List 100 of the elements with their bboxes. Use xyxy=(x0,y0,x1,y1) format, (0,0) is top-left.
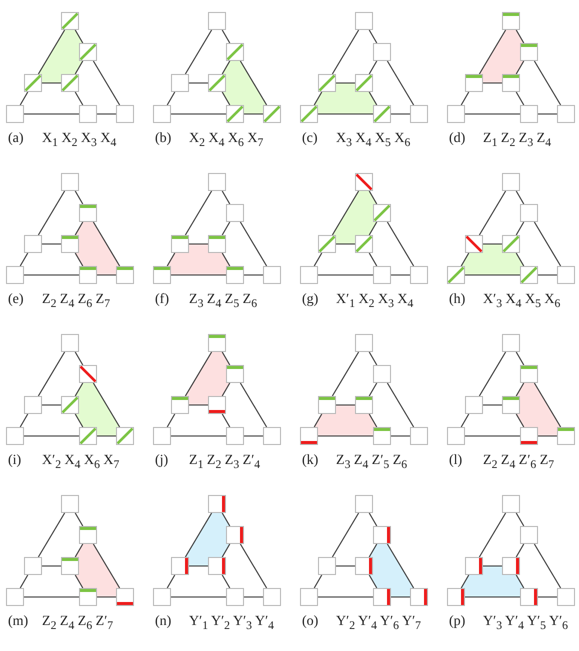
connector-line xyxy=(318,596,373,598)
qubit-square xyxy=(61,235,79,253)
qubit-square xyxy=(226,365,244,383)
qubit-square xyxy=(410,588,428,606)
connector-line xyxy=(336,82,355,84)
operator-label: X′$_{3}$ X$_{4}$ X$_{5}$ X$_{6}$ xyxy=(483,292,560,312)
panel-letter: (c) xyxy=(302,131,318,147)
qubit-square xyxy=(116,105,134,123)
qubit-square xyxy=(410,427,428,445)
qubit-square xyxy=(61,557,79,575)
connector-line xyxy=(460,414,470,428)
qubit-square xyxy=(153,105,171,123)
operator-label: Z$_{2}$ Z$_{4}$ Z$_{6}$ Z′$_{7}$ xyxy=(42,614,114,634)
connector-line xyxy=(189,82,208,84)
qubit-square xyxy=(171,557,189,575)
connector-line xyxy=(368,92,378,106)
connector-line xyxy=(74,222,84,236)
connector-line xyxy=(332,512,360,558)
qubit-square xyxy=(24,396,42,414)
connector-line xyxy=(74,252,84,266)
qubit-square xyxy=(502,173,520,191)
connector-line xyxy=(465,113,520,115)
qubit-square xyxy=(410,266,428,284)
connector-line xyxy=(483,82,502,84)
connector-line xyxy=(189,565,208,567)
qubit-square xyxy=(24,235,42,253)
connector-line xyxy=(478,352,506,396)
qubit-square xyxy=(373,365,391,383)
connector-line xyxy=(42,243,61,245)
connector-line xyxy=(336,565,355,567)
connector-line xyxy=(74,382,84,396)
connector-line xyxy=(478,30,506,74)
connector-line xyxy=(391,596,410,598)
connector-line xyxy=(97,113,116,115)
connector-line xyxy=(42,82,61,84)
panel-letter: (n) xyxy=(155,614,172,630)
panel-letter: (a) xyxy=(8,131,24,147)
qubit-square xyxy=(6,427,24,445)
connector-line xyxy=(92,382,120,428)
panel-letter: (o) xyxy=(302,614,318,630)
connector-line xyxy=(336,404,355,406)
operator-label: X$_{1}$ X$_{2}$ X$_{3}$ X$_{4}$ xyxy=(42,131,116,151)
qubit-square xyxy=(520,365,538,383)
connector-line xyxy=(465,274,520,276)
connector-line xyxy=(74,512,84,526)
qubit-square xyxy=(24,557,42,575)
connector-line xyxy=(38,352,66,396)
operator-label: Z$_{3}$ Z$_{4}$ Z$_{5}$ Z$_{6}$ xyxy=(189,292,258,312)
connector-line xyxy=(465,596,520,598)
connector-line xyxy=(318,113,373,115)
connector-line xyxy=(244,274,263,276)
connector-line xyxy=(538,113,557,115)
qubit-square xyxy=(226,526,244,544)
qubit-square xyxy=(520,427,538,445)
connector-line xyxy=(538,274,557,276)
operator-label: Z$_{1}$ Z$_{2}$ Z$_{3}$ Z′$_{4}$ xyxy=(189,453,260,473)
connector-line xyxy=(20,574,28,588)
connector-line xyxy=(74,352,84,366)
connector-line xyxy=(534,222,562,266)
connector-line xyxy=(314,574,322,588)
panel-letter: (j) xyxy=(155,453,168,469)
qubit-square xyxy=(373,266,391,284)
qubit-square xyxy=(355,334,373,352)
connector-line xyxy=(368,544,378,558)
connector-line xyxy=(24,596,79,598)
connector-line xyxy=(516,512,524,526)
qubit-square xyxy=(171,396,189,414)
panel-letter: (d) xyxy=(449,131,466,147)
qubit-square xyxy=(520,43,538,61)
connector-line xyxy=(386,544,414,588)
operator-label: Y′$_{1}$ Y′$_{2}$ Y′$_{3}$ Y′$_{4}$ xyxy=(189,614,274,634)
qubit-square xyxy=(153,588,171,606)
qubit-square xyxy=(300,427,318,445)
qubit-square xyxy=(79,266,97,284)
qubit-square xyxy=(263,588,281,606)
qubit-square xyxy=(153,427,171,445)
connector-line xyxy=(368,30,378,44)
qubit-square xyxy=(208,495,226,513)
connector-line xyxy=(74,60,84,74)
qubit-square xyxy=(447,588,465,606)
connector-line xyxy=(538,596,557,598)
connector-line xyxy=(38,30,66,74)
connector-line xyxy=(516,252,524,266)
connector-line xyxy=(386,382,414,428)
panel-letter: (p) xyxy=(449,614,466,630)
connector-line xyxy=(222,544,230,558)
operator-label: X′$_{2}$ X$_{4}$ X$_{6}$ X$_{7}$ xyxy=(42,453,120,473)
connector-line xyxy=(391,113,410,115)
connector-line xyxy=(74,92,84,106)
qubit-square xyxy=(208,12,226,30)
qubit-square xyxy=(263,266,281,284)
connector-line xyxy=(38,190,66,236)
connector-line xyxy=(222,190,230,204)
operator-label: Y′$_{3}$ Y′$_{4}$ Y′$_{5}$ Y′$_{6}$ xyxy=(483,614,568,634)
connector-line xyxy=(97,274,116,276)
panel-letter: (m) xyxy=(8,614,28,630)
connector-line xyxy=(184,190,212,236)
qubit-square xyxy=(502,74,520,92)
qubit-square xyxy=(6,105,24,123)
connector-line xyxy=(171,596,226,598)
